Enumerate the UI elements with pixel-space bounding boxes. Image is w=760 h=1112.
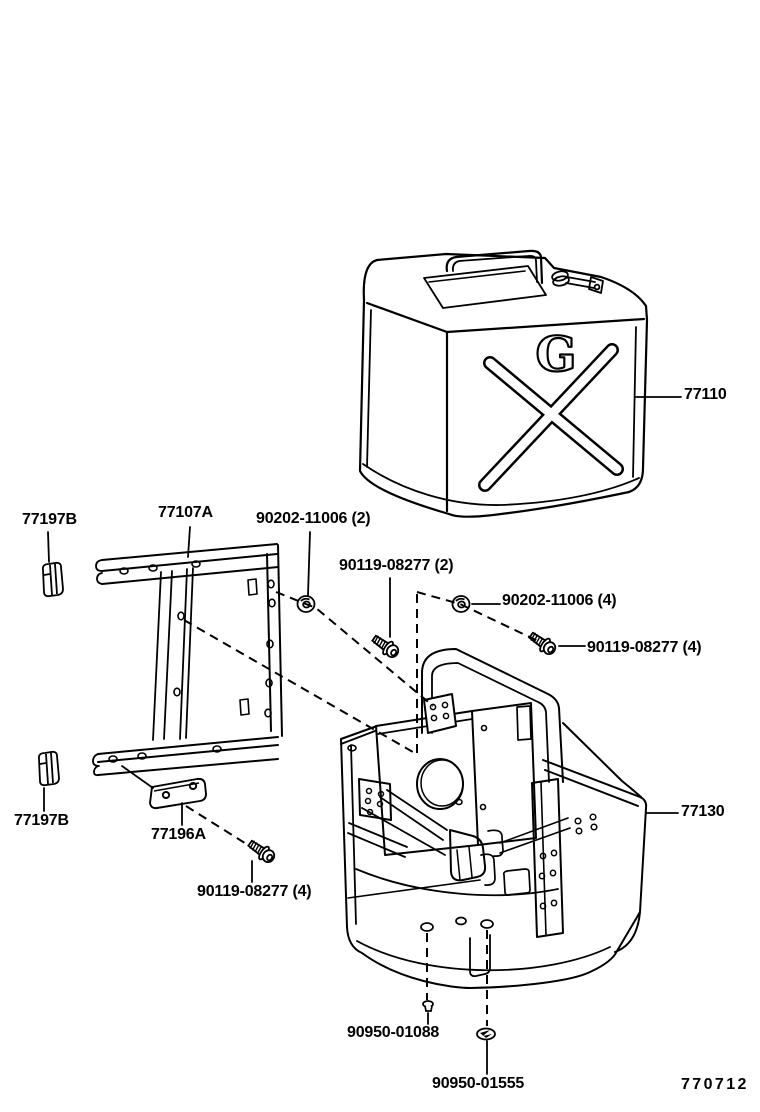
part-label-carrier: 77130	[681, 803, 725, 820]
bolt-upper-art	[368, 631, 403, 662]
part-label-nut-pair: 90202-11006 (2)	[256, 510, 371, 527]
can-cap	[551, 270, 604, 294]
can-silhouette	[358, 252, 649, 518]
part-label-bolt-pair: 90119-08277 (2)	[339, 557, 454, 574]
part-label-mounting-frame: 77107A	[158, 504, 213, 521]
clip-upper-art	[41, 561, 64, 598]
jerry-can-art: G	[358, 249, 649, 518]
can-x-emboss	[478, 343, 624, 492]
assembly-dashed-lines	[183, 591, 541, 1026]
part-label-clip-lower: 77197B	[14, 812, 69, 829]
grommet-art	[476, 1027, 496, 1041]
part-label-nut-quad: 90202-11006 (4)	[502, 592, 617, 609]
leader-lines	[43, 396, 682, 1075]
bolt-right-art	[525, 628, 560, 659]
can-crease-top	[445, 317, 646, 334]
part-label-fuel-can: 77110	[684, 386, 727, 403]
part-label-clip-upper: 77197B	[22, 511, 77, 528]
part-label-grommet: 90950-01555	[432, 1075, 525, 1092]
can-handle-inner	[451, 254, 538, 283]
figure-number: 770712	[681, 1076, 749, 1093]
bracket-art	[149, 777, 207, 810]
part-label-bolt-quad-lower: 90119-08277 (4)	[197, 883, 312, 900]
part-label-plug: 90950-01088	[347, 1024, 440, 1041]
bolt-lower-art	[244, 836, 279, 867]
can-letter-g: G	[536, 327, 577, 383]
can-crease-left	[365, 301, 449, 334]
plug-art	[422, 1000, 434, 1012]
can-bottom-rim	[362, 463, 640, 506]
part-label-bolt-quad-right: 90119-08277 (4)	[587, 639, 702, 656]
frame-holes	[108, 560, 276, 763]
can-top-recess	[423, 265, 547, 309]
mounting-frame-art	[92, 543, 283, 777]
part-label-support-bracket: 77196A	[151, 826, 206, 843]
can-handle	[445, 249, 544, 285]
carrier-art	[340, 648, 648, 989]
clip-lower-art	[37, 750, 60, 787]
